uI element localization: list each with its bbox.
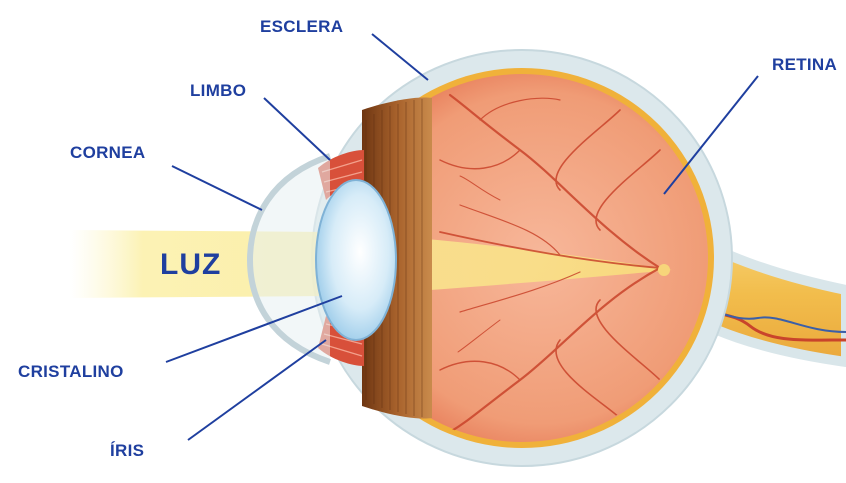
leader-limbo	[264, 98, 330, 160]
label-luz: LUZ	[160, 248, 221, 281]
lens	[316, 180, 396, 340]
label-esclera: ESCLERA	[260, 17, 343, 36]
optic-disc	[658, 264, 670, 276]
label-limbo: LIMBO	[190, 81, 246, 100]
leader-iris	[188, 340, 326, 440]
label-cornea: CORNEA	[70, 143, 145, 162]
label-iris: ÍRIS	[110, 441, 144, 460]
label-cristalino: CRISTALINO	[18, 362, 124, 381]
label-retina: RETINA	[772, 55, 837, 74]
leader-esclera	[372, 34, 428, 80]
leader-cornea	[172, 166, 262, 210]
